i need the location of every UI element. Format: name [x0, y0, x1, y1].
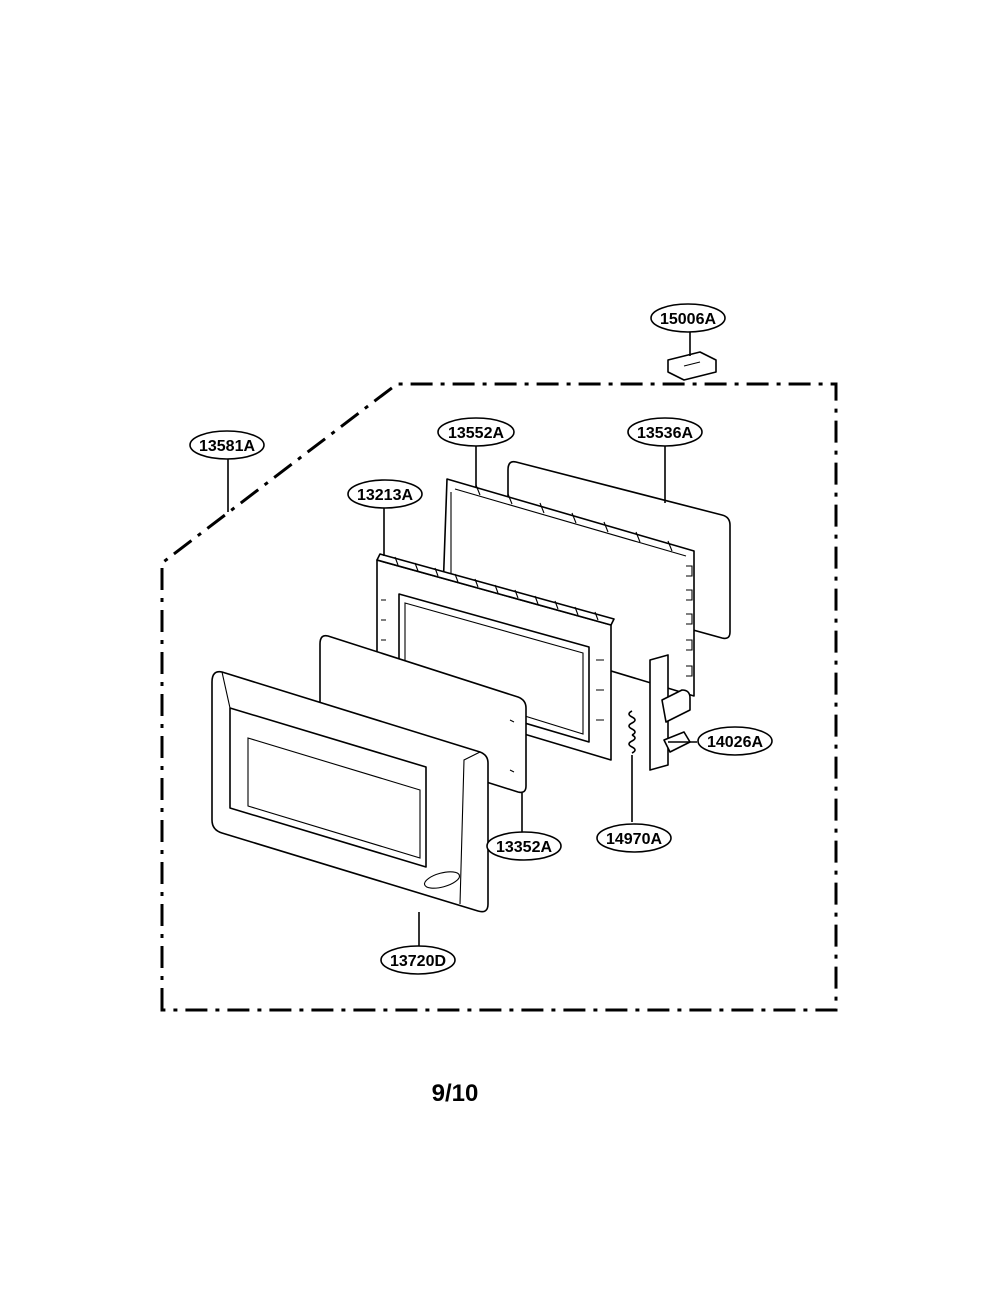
callout-13552A: 13552A — [437, 417, 515, 447]
callout-14970A: 14970A — [596, 823, 672, 853]
part-number-label: 13581A — [199, 438, 255, 455]
door-front-part — [211, 670, 489, 913]
part-number-label: 14026A — [707, 734, 763, 751]
callout-14026A: 14026A — [697, 726, 773, 756]
callout-13213A: 13213A — [347, 479, 423, 509]
part-number-label: 13352A — [496, 839, 552, 856]
callout-13536A: 13536A — [627, 417, 703, 447]
part-number-label: 14970A — [606, 831, 662, 848]
part-number-label: 13536A — [637, 425, 693, 442]
page-number: 9/10 — [431, 1080, 479, 1107]
callout-15006A: 15006A — [650, 303, 726, 333]
part-number-label: 15006A — [660, 311, 716, 328]
spring-part — [628, 710, 636, 754]
callout-13581A: 13581A — [189, 430, 265, 460]
part-number-label: 13552A — [448, 425, 504, 442]
callout-13352A: 13352A — [486, 831, 562, 861]
part-number-label: 13720D — [390, 953, 446, 970]
bracket-part — [667, 351, 717, 381]
door-frame-part — [376, 553, 615, 761]
leader-lines — [227, 332, 697, 946]
callout-13720D: 13720D — [380, 945, 456, 975]
part-number-label: 13213A — [357, 487, 413, 504]
